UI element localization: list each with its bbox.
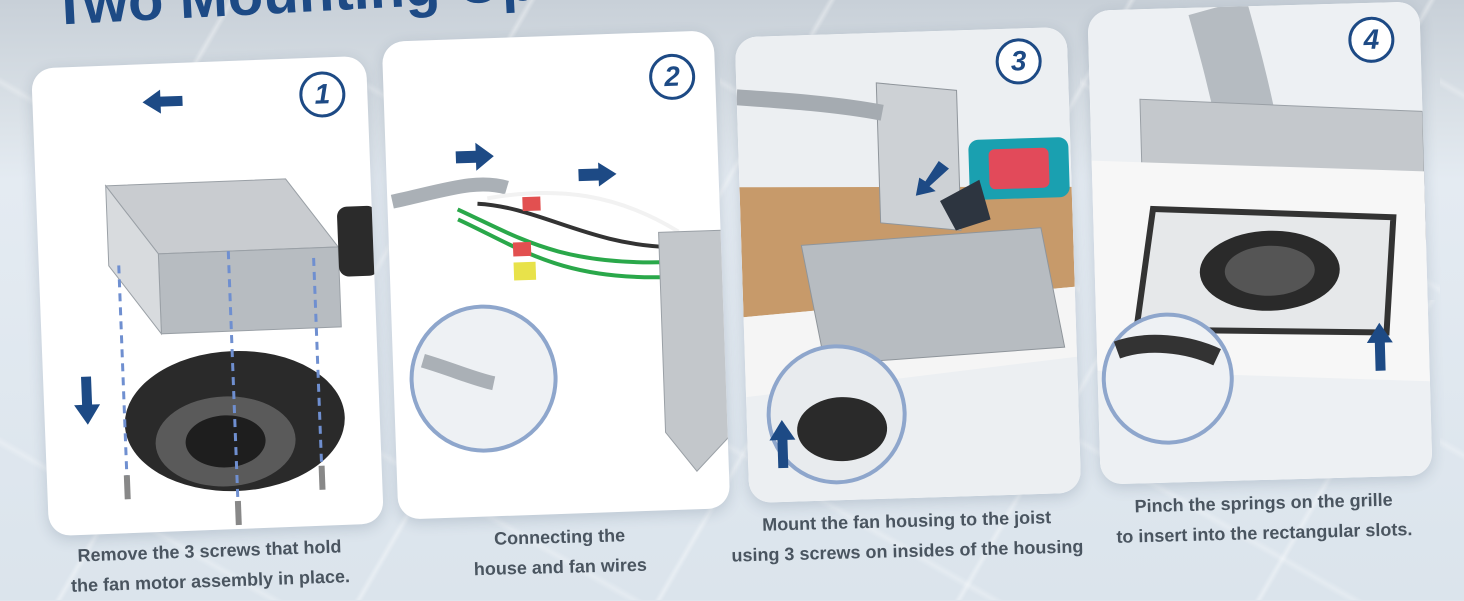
step-4-illustration bbox=[1087, 1, 1433, 485]
step-1-caption: Remove the 3 screws that hold the fan mo… bbox=[59, 531, 361, 601]
arrow-down-left-icon bbox=[915, 160, 949, 196]
step-1-panel: 1 bbox=[31, 55, 384, 537]
step-4-panel: 4 bbox=[1087, 1, 1433, 485]
step-2-illustration bbox=[390, 142, 731, 472]
step-1-illustration bbox=[74, 89, 379, 526]
step-2-panel: 2 bbox=[381, 30, 731, 520]
step-3-illustration bbox=[734, 26, 1082, 504]
step-3-panel: 3 bbox=[734, 26, 1082, 504]
step-2-caption: Connecting the house and fan wires bbox=[409, 518, 710, 586]
arrow-right-icon bbox=[455, 142, 494, 171]
arrow-up-icon bbox=[1366, 322, 1393, 371]
arrow-down-icon bbox=[74, 376, 101, 425]
step-4-caption: Pinch the springs on the grille to inser… bbox=[1093, 484, 1434, 553]
arrow-left-icon bbox=[578, 162, 617, 187]
step-3-caption: Mount the fan housing to the joist using… bbox=[721, 501, 1092, 571]
arrow-left-icon bbox=[142, 89, 183, 114]
arrow-up-icon bbox=[769, 420, 796, 469]
